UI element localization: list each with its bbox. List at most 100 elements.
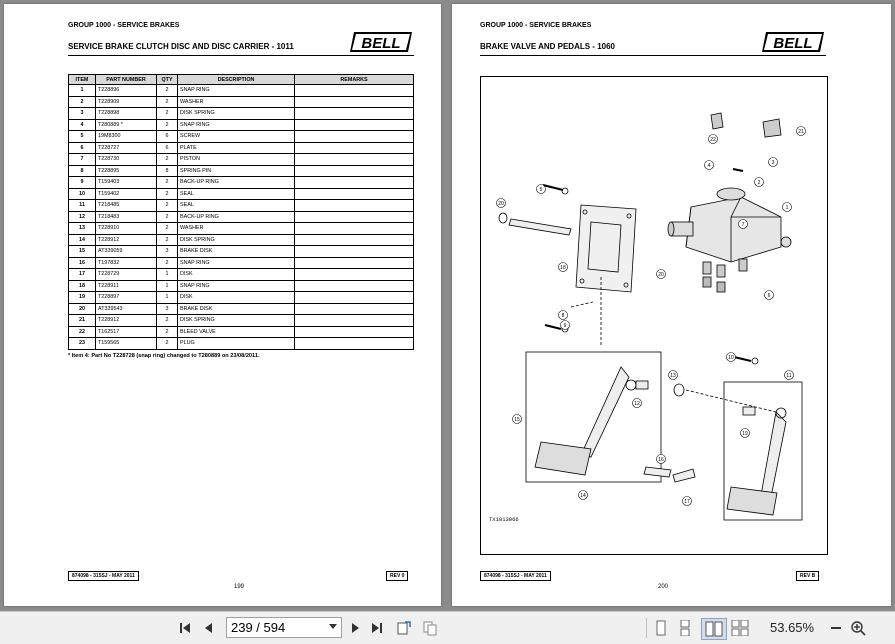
part-number-cell: T228895 [95,164,157,177]
brake-valve-body [685,196,782,263]
part-number-cell: T228730 [95,153,157,166]
description-cell: BACK-UP RING [177,210,295,223]
qty-cell: 1 [156,291,178,304]
two-page-continuous-icon[interactable] [730,618,750,638]
callout-16: 16 [658,457,664,463]
header-part-number: PART NUMBER [95,74,157,85]
title-rule [480,55,826,56]
callout-20b: 20 [658,272,664,278]
item-cell: 1 [68,84,96,97]
remarks-cell [294,302,414,315]
next-page-icon[interactable] [346,618,364,638]
description-cell: WASHER [177,95,295,108]
rotate-icon[interactable] [394,618,414,638]
remarks-cell [294,210,414,223]
continuous-icon[interactable] [676,618,694,638]
part-number-cell: T228910 [95,222,157,235]
header-qty: QTY [156,74,178,85]
callout-4: 4 [708,163,711,169]
description-cell: DISK [177,268,295,281]
callout-2: 2 [758,180,761,186]
qty-cell: 2 [156,210,178,223]
callout-10: 10 [728,355,734,361]
item-cell: 17 [68,268,96,281]
qty-cell: 2 [156,256,178,269]
qty-cell: 2 [156,337,178,350]
callout-14: 14 [580,493,586,499]
remarks-cell [294,141,414,154]
qty-cell: 1 [156,268,178,281]
header-item: ITEM [68,74,96,85]
copy-icon[interactable] [420,618,440,638]
description-cell: PISTON [177,153,295,166]
page-number: 199 [234,584,245,590]
description-cell: DISK SPRING [177,314,295,327]
remarks-cell [294,153,414,166]
item-cell: 22 [68,325,96,338]
qty-cell: 2 [156,176,178,189]
bell-logo: BELL [350,32,412,52]
item-cell: 3 [68,107,96,120]
qty-cell: 2 [156,84,178,97]
doc-reference: 874098 - 315SJ - MAY 2011 [480,571,551,581]
page-number-field[interactable]: 239 / 594 [226,617,342,638]
description-cell: BRAKE DISK [177,245,295,258]
zoom-in-icon[interactable] [850,618,866,638]
remarks-cell [294,291,414,304]
description-cell: DISK SPRING [177,107,295,120]
callout-3: 3 [772,160,775,166]
qty-cell: 6 [156,141,178,154]
zoom-level[interactable]: 53.65% [770,620,815,635]
qty-cell: 2 [156,314,178,327]
callout-1: 1 [786,205,789,211]
right-pedal-arm [760,411,787,498]
left-pedal-pad [534,441,592,476]
part-number-cell: T218483 [95,210,157,223]
item-cell: 2 [68,95,96,108]
left-pedal-arm [580,366,630,458]
remarks-cell [294,118,414,131]
qty-cell: 6 [156,130,178,143]
description-cell: DISK SPRING [177,233,295,246]
page-title: SERVICE BRAKE CLUTCH DISC AND DISC CARRI… [68,42,294,51]
part-number-cell: 19M8300 [95,130,157,143]
callout-20a: 20 [498,201,504,207]
prev-page-icon[interactable] [200,618,218,638]
description-cell: SNAP RING [177,84,295,97]
group-heading: GROUP 1000 - SERVICE BRAKES [480,22,592,29]
header-remarks: REMARKS [294,74,414,85]
last-page-icon[interactable] [368,618,386,638]
part-number-cell: T280889 * [95,118,157,131]
zoom-out-icon[interactable] [828,618,844,638]
chevron-down-icon[interactable] [329,624,337,630]
two-page-icon[interactable] [701,618,727,640]
item-cell: 8 [68,164,96,177]
first-page-icon[interactable] [176,618,194,638]
callout-13: 13 [670,373,676,379]
remarks-cell [294,164,414,177]
callout-7: 7 [742,222,745,228]
item-cell: 9 [68,176,96,189]
revision: REV 0 [386,571,409,581]
diagram-drawing: 1 2 3 4 5 6 7 8 9 10 11 12 13 14 15 16 1… [489,112,806,523]
callout-22: 22 [710,137,716,143]
description-cell: SNAP RING [177,118,295,131]
callout-9: 9 [564,323,567,329]
qty-cell: 2 [156,325,178,338]
callout-21: 21 [798,129,804,135]
group-heading: GROUP 1000 - SERVICE BRAKES [68,22,180,29]
remarks-cell [294,279,414,292]
remarks-cell [294,325,414,338]
item-cell: 12 [68,210,96,223]
single-page-icon[interactable] [652,618,670,638]
